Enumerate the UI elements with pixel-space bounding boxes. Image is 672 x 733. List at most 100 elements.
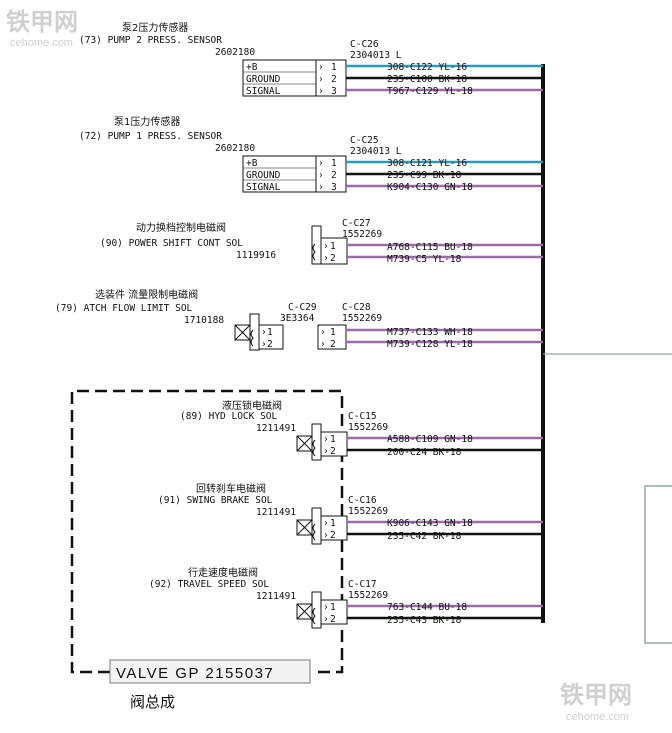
valve-x-stroke <box>234 324 251 341</box>
connector-housing <box>320 599 348 625</box>
valve-group-label-cn: 阀总成 <box>130 693 175 711</box>
component-part-number: 2602180 <box>215 47 255 58</box>
wire-label: 308-C121 YL-16 <box>387 158 467 169</box>
wire-label: 235-C43 BK-18 <box>387 615 462 626</box>
pin-arrow: › <box>261 327 267 338</box>
pin-name: +B <box>246 62 258 73</box>
pin-arrow: › <box>320 327 326 338</box>
wire-label: 235-C42 BK-18 <box>387 531 462 542</box>
pin-arrow: › <box>320 339 326 350</box>
connector-id: C-C15 <box>348 411 377 422</box>
pin-number: 1 <box>267 327 273 338</box>
component-title-cn: 液压锁电磁阀 <box>222 399 282 412</box>
component-part-number: 1119916 <box>236 250 276 261</box>
pin-number: 2 <box>330 339 336 350</box>
solenoid-coil-symbol <box>250 329 254 347</box>
adjacent-module-outline <box>644 485 672 644</box>
connector-part-number: 1552269 <box>348 422 388 433</box>
component-title-en: (79) ATCH FLOW LIMIT SOL <box>55 303 193 314</box>
component-title-en: (72) PUMP 1 PRESS. SENSOR <box>79 131 222 142</box>
wire-label: 200-C24 BK-18 <box>387 447 462 458</box>
pin-name: GROUND <box>246 74 281 85</box>
wire-label: M739-C128 YL-18 <box>387 339 473 350</box>
watermark-site: cehome.com <box>566 711 629 723</box>
component-title-cn: 行走速度电磁阀 <box>188 566 258 579</box>
component-pump2-sensor: 泵2压力传感器 (73) PUMP 2 PRESS. SENSOR 260218… <box>79 21 543 97</box>
component-title-cn: 回转刹车电磁阀 <box>196 482 266 495</box>
pin-arrow: › <box>323 446 329 457</box>
pin-number: 2 <box>331 74 337 85</box>
component-swing-brake-sol: 回转刹车电磁阀 (91) SWING BRAKE SOL 1211491 C-C… <box>158 482 543 545</box>
solenoid-coil-symbol <box>312 243 316 261</box>
pin-arrow: › <box>318 86 324 97</box>
pin-number: 2 <box>330 253 336 264</box>
component-hyd-lock-sol: 液压锁电磁阀 (89) HYD LOCK SOL 1211491 C-C15 1… <box>180 399 543 461</box>
component-title-cn: 选装件 流量限制电磁阀 <box>95 288 198 301</box>
component-title-en: (73) PUMP 2 PRESS. SENSOR <box>79 35 222 46</box>
pin-arrow: › <box>261 339 267 350</box>
wire-label: A588-C109 GN-18 <box>387 434 473 445</box>
pin-arrow: › <box>323 434 329 445</box>
pin-name: SIGNAL <box>246 182 281 193</box>
wire-label: M739-C5 YL-18 <box>387 254 462 265</box>
solenoid-coil-symbol <box>312 607 316 625</box>
connector-housing <box>315 155 347 193</box>
component-title-cn: 动力换档控制电磁阀 <box>136 221 226 234</box>
connector-housing <box>317 324 347 350</box>
watermark-brand: 铁甲网 <box>6 8 78 36</box>
pin-number: 1 <box>331 158 337 169</box>
connector-part-number: 2304013 L <box>350 50 402 61</box>
inline-connector-housing <box>258 324 284 350</box>
component-atch-flow-limit-sol: 选装件 流量限制电磁阀 (79) ATCH FLOW LIMIT SOL 171… <box>55 288 543 351</box>
pin-arrow: › <box>323 602 329 613</box>
pin-arrow: › <box>323 518 329 529</box>
pin-arrow: › <box>323 614 329 625</box>
component-title-en: (90) POWER SHIFT CONT SOL <box>100 238 243 249</box>
component-title-cn: 泵2压力传感器 <box>122 21 188 34</box>
connector-part-number: 1552269 <box>348 506 388 517</box>
pin-number: 1 <box>331 62 337 73</box>
valve-group-enclosure <box>70 389 344 674</box>
wire-label: T967-C129 YL-18 <box>387 86 473 97</box>
pin-arrow: › <box>323 530 329 541</box>
connector-part-number: 1552269 <box>348 590 388 601</box>
pin-number: 3 <box>331 182 337 193</box>
component-part-number: 2602180 <box>215 143 255 154</box>
component-power-shift-sol: 动力换档控制电磁阀 (90) POWER SHIFT CONT SOL 1119… <box>100 218 543 265</box>
connector-id: C-C27 <box>342 218 371 229</box>
valve-x-stroke <box>296 435 313 452</box>
connector-id: C-C16 <box>348 495 377 506</box>
pin-number: 2 <box>330 614 336 625</box>
component-title-en: (89) HYD LOCK SOL <box>180 411 278 422</box>
connector-id: C-C28 <box>342 302 371 313</box>
pin-number: 2 <box>331 170 337 181</box>
connector-housing <box>315 59 347 97</box>
watermark-site: cehome.com <box>10 37 73 49</box>
pin-number: 1 <box>330 434 336 445</box>
component-title-en: (91) SWING BRAKE SOL <box>158 495 273 506</box>
sensor-pin-box <box>242 59 317 97</box>
component-pump1-sensor: 泵1压力传感器 (72) PUMP 1 PRESS. SENSOR 260218… <box>79 115 543 193</box>
pin-arrow: › <box>318 158 324 169</box>
component-title-cn: 泵1压力传感器 <box>114 115 180 128</box>
component-part-number: 1211491 <box>256 591 296 602</box>
watermark-bottom-right: 铁甲网 cehome.com <box>560 681 632 723</box>
pin-arrow: › <box>323 241 329 252</box>
pin-number: 2 <box>330 446 336 457</box>
pin-number: 1 <box>330 241 336 252</box>
pin-number: 1 <box>330 327 336 338</box>
inline-connector-id: C-C29 <box>288 302 317 313</box>
component-travel-speed-sol: 行走速度电磁阀 (92) TRAVEL SPEED SOL 1211491 C-… <box>149 566 543 629</box>
pin-number: 2 <box>267 339 273 350</box>
connector-id: C-C17 <box>348 579 377 590</box>
valve-group-label: VALVE GP 2155037 <box>116 665 274 682</box>
component-part-number: 1710188 <box>184 315 224 326</box>
watermark-top-left: 铁甲网 cehome.com <box>6 8 78 49</box>
connector-part-number: 1552269 <box>342 313 382 324</box>
pin-arrow: › <box>318 182 324 193</box>
pin-name: GROUND <box>246 170 281 181</box>
connector-id: C-C25 <box>350 135 379 146</box>
pin-arrow: › <box>318 170 324 181</box>
watermark-brand: 铁甲网 <box>560 681 632 709</box>
